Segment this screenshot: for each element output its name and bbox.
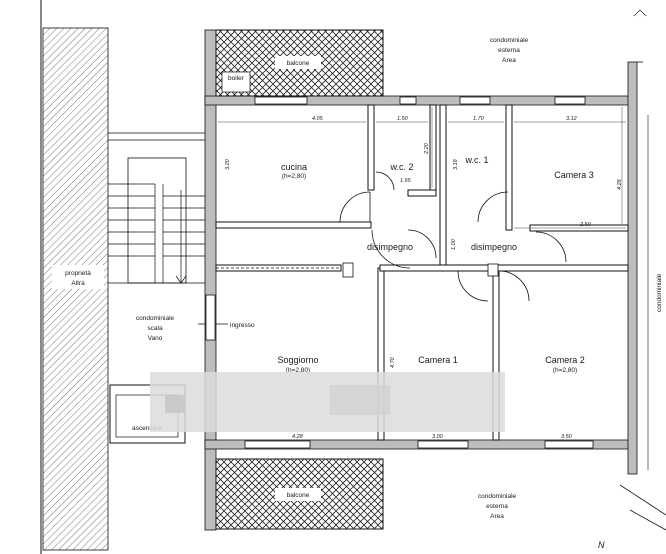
north-label: N — [598, 540, 605, 550]
dim-top-wc1: 1.70 — [473, 116, 485, 122]
pillar — [342, 262, 354, 278]
outer-walls — [204, 29, 638, 531]
room-wc2: w.c. 2 — [389, 162, 413, 172]
room-camera1: Camera 1 — [418, 355, 458, 365]
vano-label-2: scala — [147, 325, 163, 332]
redacted-area — [150, 372, 505, 432]
dim-top-wc2: 1.50 — [397, 116, 409, 122]
stair-shaft — [127, 157, 187, 284]
room-disimpegno-right: disimpegno — [471, 242, 517, 252]
dim-disimpegno: 1.00 — [451, 238, 457, 250]
proprieta-label-box — [52, 265, 104, 289]
ingresso-label: ingresso — [230, 322, 255, 329]
room-camera3: Camera 3 — [554, 170, 594, 180]
balcony-top-label-box — [275, 56, 321, 69]
north-arrow-line — [629, 509, 666, 531]
dim-bottom-soggiorno: 4.28 — [292, 434, 304, 440]
dim-wc2-door: 1.65 — [400, 178, 412, 184]
room-cucina: cucina — [281, 162, 307, 172]
dim-camera3-height: 4.28 — [617, 178, 623, 190]
area-top-1: condominiale — [490, 37, 529, 44]
dim-top-camera3: 3.12 — [566, 116, 577, 122]
windows — [205, 96, 594, 449]
vano-label-3: Vano — [148, 335, 163, 342]
door-swings — [339, 171, 567, 302]
room-soggiorno: Soggiorno — [277, 355, 318, 365]
room-cucina-height: (h=2,80) — [282, 173, 306, 180]
dim-top-cucina: 4.05 — [312, 116, 324, 122]
boiler-label: boiler — [228, 75, 245, 82]
dim-wc1-height: 3.18 — [453, 158, 459, 170]
area-bottom-3: Area — [490, 513, 504, 520]
dim-wc2-height: 2.20 — [424, 142, 430, 155]
balcony-bottom-label-box — [275, 488, 321, 501]
dim-bottom-camera2: 3.50 — [561, 434, 573, 440]
balcony-bottom-label: balcone — [287, 492, 310, 499]
dim-soggiorno-height: 4.70 — [390, 356, 396, 368]
vano-label-1: condominiale — [136, 315, 175, 322]
north-arrow-line — [619, 484, 666, 516]
dimension-lines — [218, 107, 626, 441]
area-top-2: esterna — [498, 47, 520, 54]
pillar — [487, 263, 499, 277]
stair-treads — [108, 183, 205, 284]
dim-cucina-height: 3.20 — [225, 158, 231, 170]
area-top-3: Area — [502, 57, 516, 64]
redacted-area — [165, 395, 185, 413]
boiler-box — [221, 71, 251, 93]
dim-camera3-width: 2.50 — [579, 222, 592, 228]
room-soggiorno-height: (h=2,80) — [286, 367, 310, 374]
room-wc1: w.c. 1 — [464, 155, 488, 165]
redacted-area — [330, 385, 390, 415]
dim-bottom-camera1: 3.00 — [432, 434, 444, 440]
area-bottom-1: condominiale — [478, 493, 517, 500]
proprieta-label-2: Altra — [71, 280, 85, 287]
proprieta-label-1: proprietà — [65, 270, 91, 277]
room-disimpegno-left: disimpegno — [367, 242, 413, 252]
property-corner-mark — [633, 9, 647, 17]
balcony-top-label: balcone — [287, 60, 310, 67]
room-camera2: Camera 2 — [545, 355, 585, 365]
area-bottom-2: esterna — [486, 503, 508, 510]
ascensore-label: ascensore — [132, 425, 162, 432]
room-camera2-height: (h=2,80) — [553, 367, 577, 374]
area-right: condominiale — [656, 273, 663, 312]
